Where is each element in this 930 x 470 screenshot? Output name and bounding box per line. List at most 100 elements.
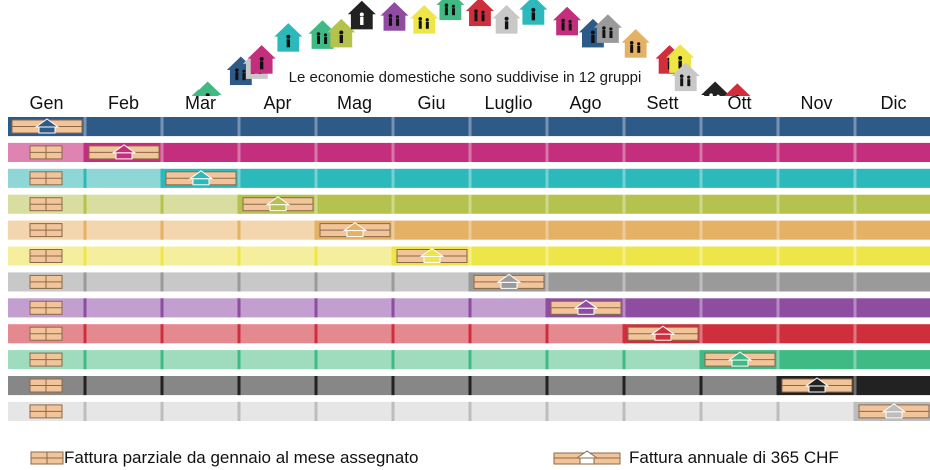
- month-cell: [239, 350, 316, 370]
- group-row-10: [8, 350, 930, 370]
- group-row-3: [8, 168, 930, 188]
- group-row-5: [8, 220, 930, 240]
- month-cell: [393, 324, 470, 344]
- month-separator: [83, 401, 87, 421]
- house-person-icon: [193, 81, 222, 96]
- month-cell: [855, 350, 930, 370]
- month-separator: [853, 117, 857, 137]
- month-separator: [853, 298, 857, 318]
- month-cell: [239, 298, 316, 318]
- month-cell: [547, 220, 624, 240]
- month-cell: [239, 401, 316, 421]
- month-separator: [545, 246, 549, 266]
- month-separator: [83, 194, 87, 214]
- month-separator: [160, 142, 164, 162]
- month-separator: [314, 401, 318, 421]
- group-row-9: [8, 324, 930, 344]
- month-separator: [776, 401, 780, 421]
- month-separator: [853, 272, 857, 292]
- group-row-8: [8, 298, 930, 318]
- month-cell: [701, 324, 778, 344]
- annual-bill-icon: [627, 325, 699, 341]
- month-cell: [624, 168, 701, 188]
- month-separator: [699, 376, 703, 396]
- house-family-icon: [465, 0, 494, 27]
- month-cell: [778, 401, 855, 421]
- group-row-4: [8, 194, 930, 214]
- annual-bill-icon: [550, 299, 622, 315]
- partial-bill-icon: [29, 300, 63, 315]
- month-cell: [316, 194, 393, 214]
- month-separator: [622, 117, 626, 137]
- month-cell: [624, 350, 701, 370]
- month-separator: [545, 401, 549, 421]
- month-cell: [855, 168, 930, 188]
- month-cell: [85, 194, 162, 214]
- annual-bill-icon: [165, 170, 237, 186]
- month-cell: [393, 142, 470, 162]
- month-separator: [391, 298, 395, 318]
- month-separator: [468, 246, 472, 266]
- month-cell: [239, 376, 316, 396]
- month-separator: [314, 168, 318, 188]
- month-separator: [699, 168, 703, 188]
- month-cell: [393, 298, 470, 318]
- subtitle: Le economie domestiche sono suddivise in…: [288, 69, 642, 86]
- group-row-6: [8, 246, 930, 266]
- month-separator: [699, 350, 703, 370]
- month-cell: [85, 246, 162, 266]
- month-separator: [468, 272, 472, 292]
- month-separator: [622, 350, 626, 370]
- month-cell: [316, 401, 393, 421]
- month-separator: [391, 350, 395, 370]
- month-separator: [237, 168, 241, 188]
- month-separator: [622, 401, 626, 421]
- month-cell: [547, 168, 624, 188]
- month-cell: [624, 220, 701, 240]
- month-separator: [545, 272, 549, 292]
- month-cell: [316, 350, 393, 370]
- month-separator: [853, 194, 857, 214]
- month-cell: [701, 272, 778, 292]
- month-cell: [316, 376, 393, 396]
- month-separator: [237, 272, 241, 292]
- month-cell: [162, 272, 239, 292]
- month-cell: [85, 220, 162, 240]
- month-cell: [85, 298, 162, 318]
- month-cell: [162, 117, 239, 137]
- annual-bill-icon: [88, 144, 160, 160]
- month-cell: [470, 142, 547, 162]
- month-cell: [470, 376, 547, 396]
- month-separator: [468, 194, 472, 214]
- month-separator: [776, 142, 780, 162]
- month-separator: [545, 324, 549, 344]
- month-cell: [162, 376, 239, 396]
- month-separator: [237, 324, 241, 344]
- month-cell: [701, 117, 778, 137]
- month-separator: [853, 142, 857, 162]
- month-cell: [470, 324, 547, 344]
- group-row-7: [8, 272, 930, 292]
- house-person-icon: [347, 0, 376, 30]
- month-cell: [547, 324, 624, 344]
- month-separator: [160, 401, 164, 421]
- month-separator: [622, 324, 626, 344]
- month-label-sett: Sett: [646, 93, 679, 113]
- month-cell: [470, 168, 547, 188]
- annual-bill-icon: [396, 247, 468, 263]
- month-cell: [239, 168, 316, 188]
- month-separator: [391, 324, 395, 344]
- header-house-icons: [191, 0, 751, 96]
- month-separator: [83, 142, 87, 162]
- month-separator: [314, 246, 318, 266]
- partial-bill-icon: [29, 404, 63, 419]
- house-person-icon: [492, 5, 521, 34]
- annual-bill-icon: [704, 351, 776, 367]
- month-separator: [468, 298, 472, 318]
- legend-partial: Fattura parziale da gennaio al mese asse…: [30, 448, 418, 468]
- month-cell: [162, 194, 239, 214]
- month-separator: [545, 168, 549, 188]
- month-separator: [853, 246, 857, 266]
- month-cell: [547, 376, 624, 396]
- month-cell: [855, 324, 930, 344]
